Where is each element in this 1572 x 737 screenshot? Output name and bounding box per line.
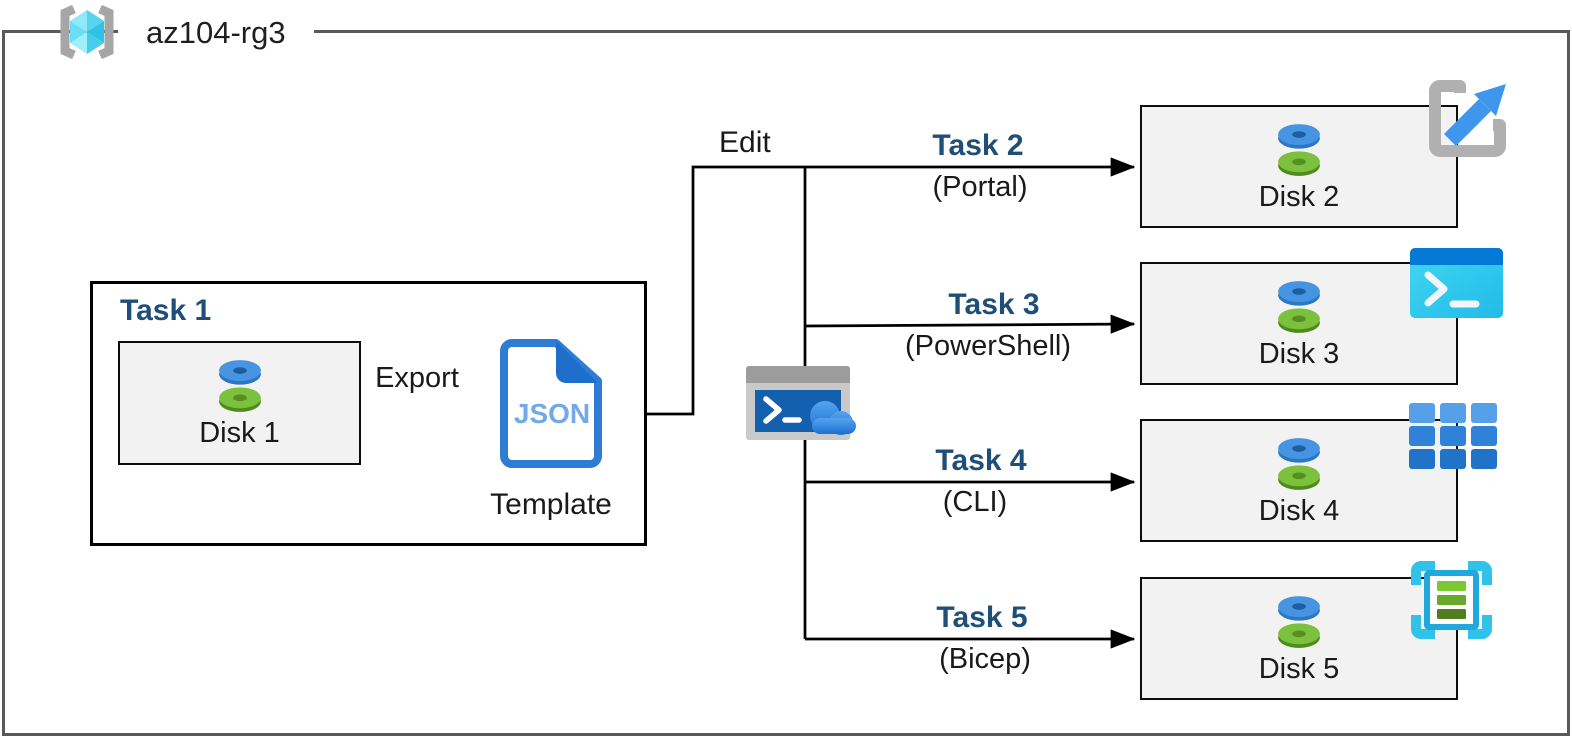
- managed-disk-icon: [218, 360, 261, 412]
- left-bracket-icon: [60, 4, 76, 60]
- task3-method: (PowerShell): [905, 330, 1071, 362]
- disk-label: Disk 3: [1258, 337, 1340, 370]
- powershell-icon: [1410, 248, 1503, 318]
- disk1-box: Disk 1: [118, 341, 361, 465]
- resource-group-name: az104-rg3: [146, 15, 286, 50]
- task2-title: Task 2: [932, 129, 1024, 162]
- corner-brackets: [1411, 561, 1492, 639]
- managed-disk-icon: [1278, 280, 1320, 333]
- right-bracket-icon: [98, 4, 114, 60]
- managed-disk-icon: [1278, 437, 1320, 490]
- task1-title: Task 1: [120, 294, 212, 327]
- edit-label: Edit: [719, 126, 771, 159]
- template-label: Template: [490, 488, 612, 521]
- disk-label: Disk 2: [1258, 180, 1340, 213]
- task5-title: Task 5: [936, 601, 1028, 634]
- task4-title: Task 4: [935, 444, 1027, 477]
- cloud-shell-icon: [746, 366, 856, 440]
- template-bars: [1437, 581, 1466, 619]
- border-gap-mask: [118, 26, 314, 38]
- disk-label: Disk 5: [1258, 652, 1340, 685]
- portal-icon: [1429, 80, 1506, 157]
- cloud-icon: [810, 401, 856, 435]
- resource-group-icon: [60, 4, 114, 60]
- disk-label: Disk 1: [199, 417, 280, 450]
- disk4-box: Disk 4: [1140, 419, 1458, 542]
- task3-title: Task 3: [948, 288, 1040, 321]
- disk2-box: Disk 2: [1140, 105, 1458, 228]
- disk-label: Disk 4: [1258, 494, 1340, 527]
- cli-icon: [1409, 403, 1497, 469]
- task4-method: (CLI): [942, 486, 1008, 518]
- json-badge: JSON: [514, 398, 590, 429]
- folded-corner: [556, 341, 598, 383]
- json-template-icon: JSON: [500, 339, 602, 468]
- cube-icon: [70, 10, 104, 54]
- managed-disk-icon: [1278, 595, 1320, 648]
- prompt-chevron-icon: [763, 396, 782, 424]
- disk5-box: Disk 5: [1140, 577, 1458, 700]
- bicep-icon: [1411, 561, 1492, 639]
- managed-disk-icon: [1278, 123, 1320, 176]
- export-label: Export: [375, 362, 459, 394]
- resource-group-boundary: [2, 30, 1570, 736]
- task2-method: (Portal): [932, 171, 1028, 203]
- disk3-box: Disk 3: [1140, 262, 1458, 385]
- grid-squares: [1409, 403, 1497, 469]
- task5-method: (Bicep): [939, 643, 1031, 675]
